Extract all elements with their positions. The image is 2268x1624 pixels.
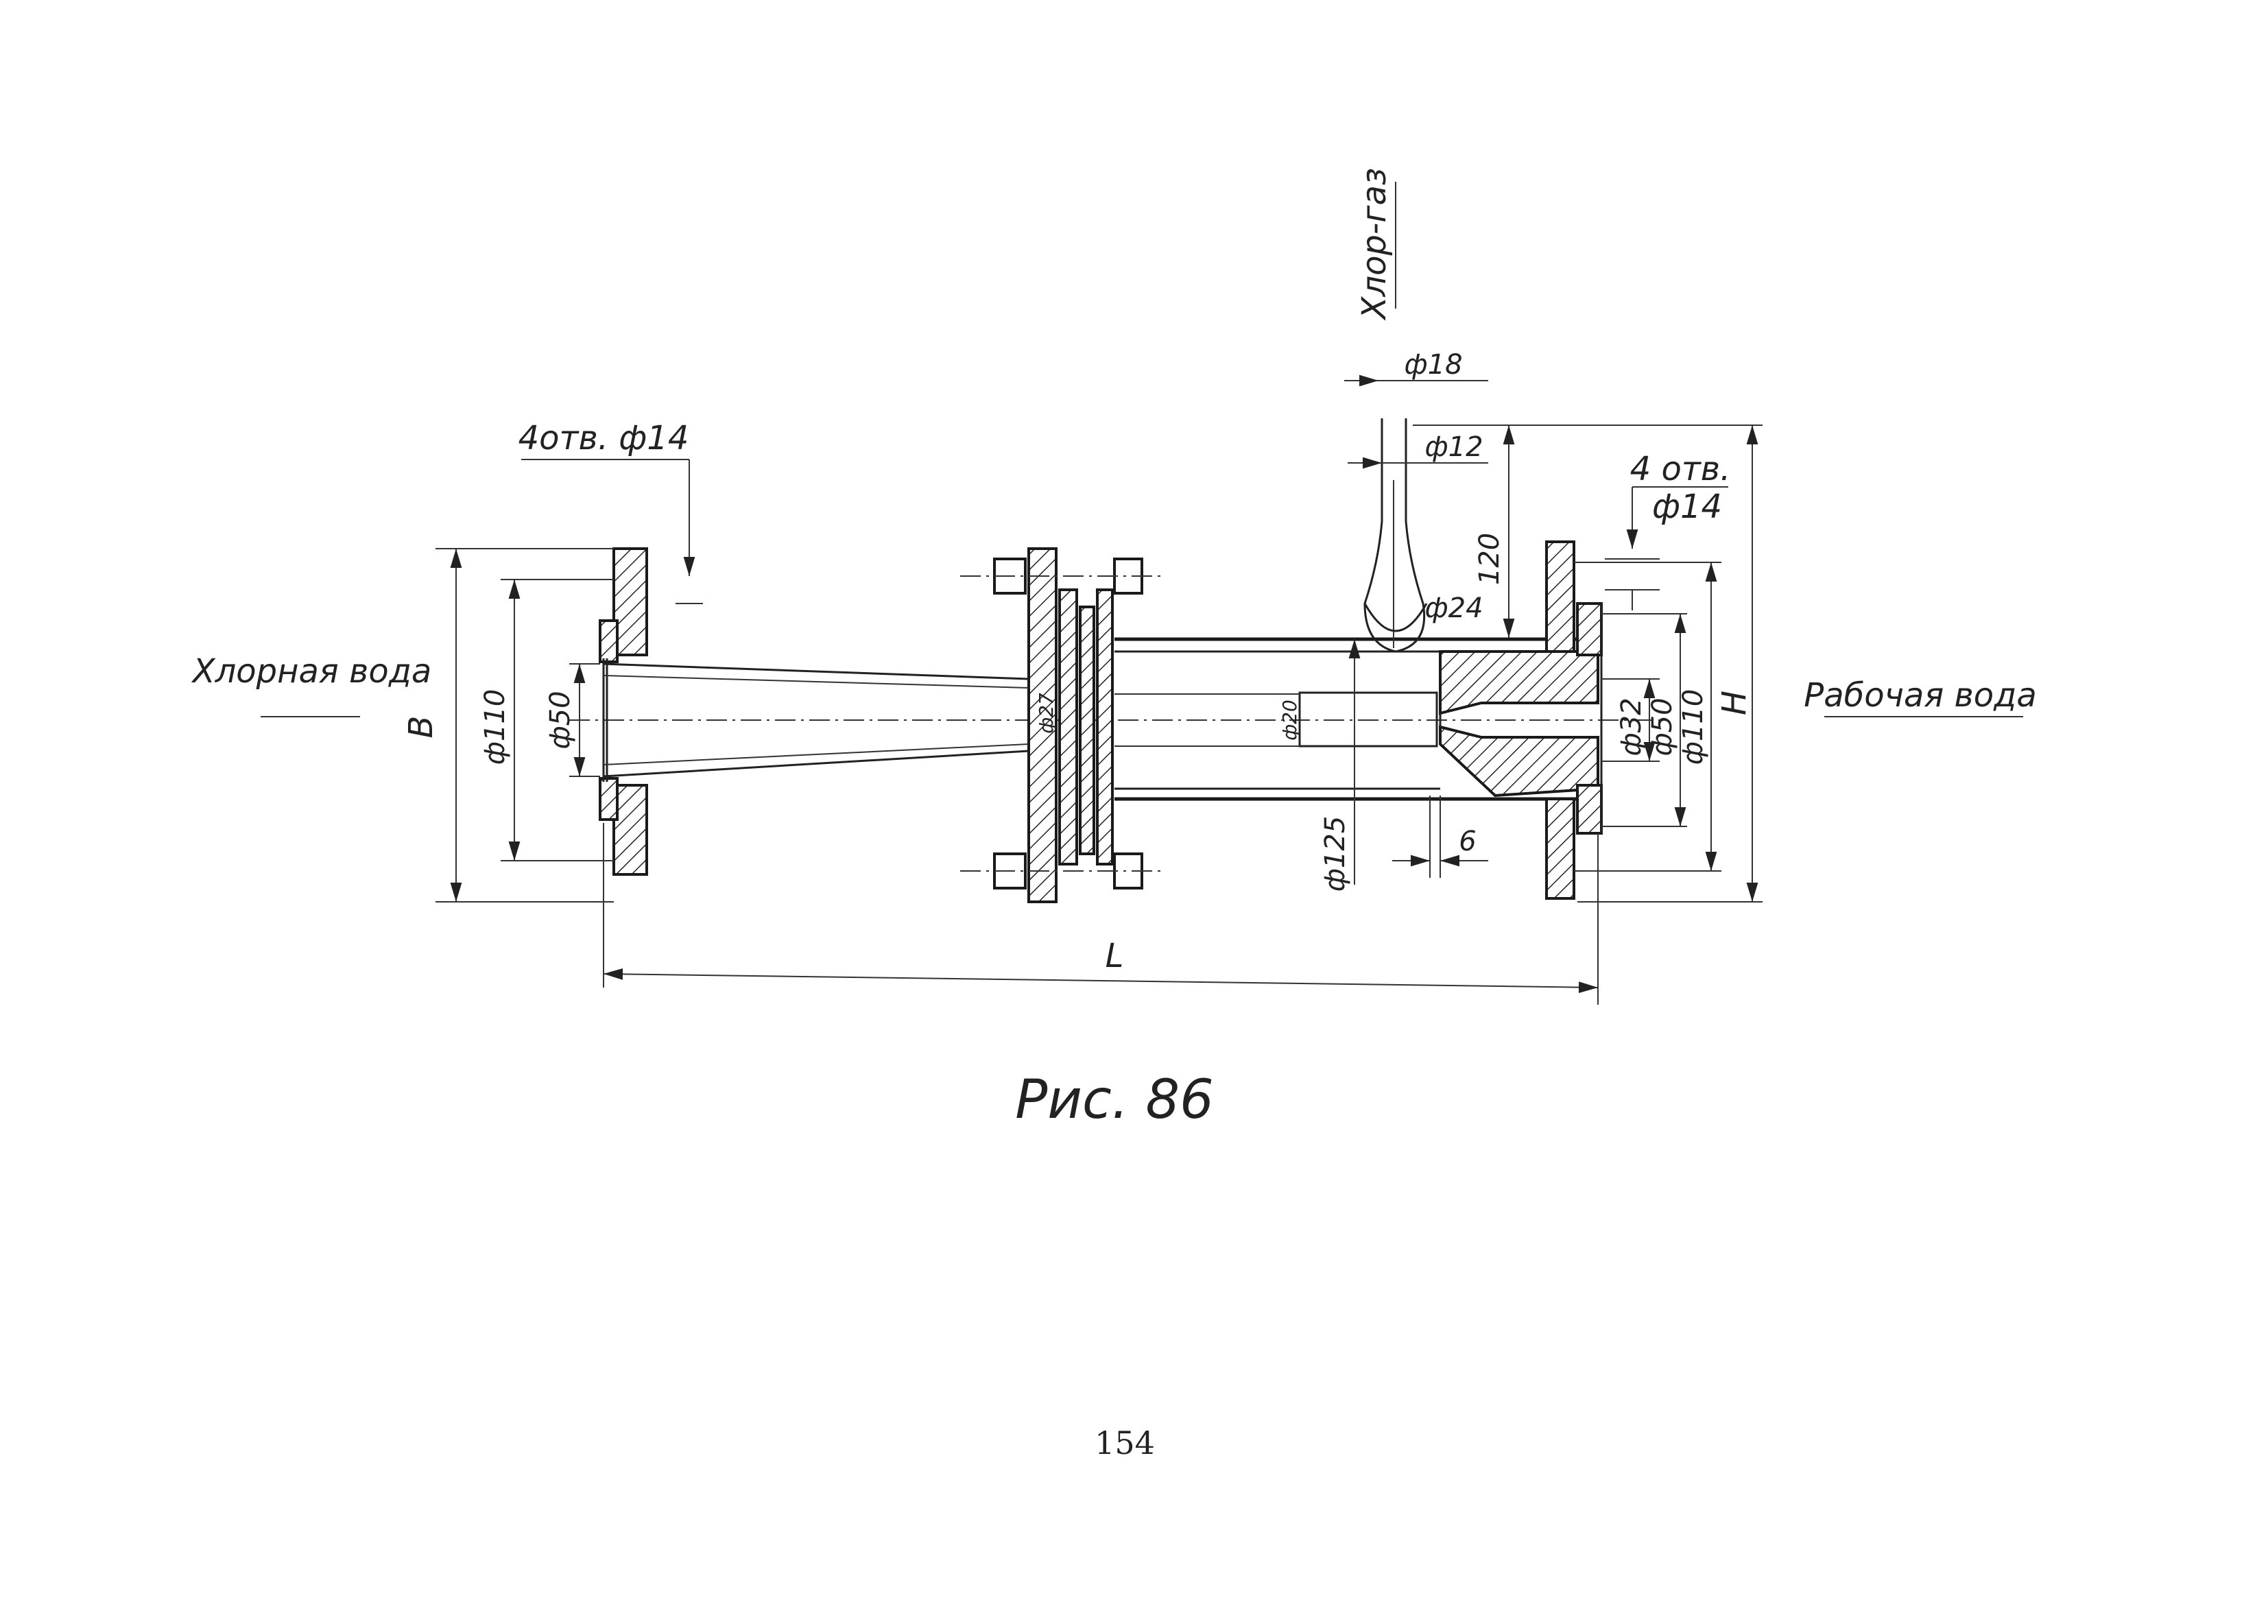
dim-d18: ф18 (1344, 349, 1488, 387)
dim-6: 6 (1392, 796, 1488, 878)
dim-label-6: 6 (1459, 826, 1476, 857)
dim-label-d27: ф27 (1035, 693, 1058, 734)
dim-label-d20: ф20 (1278, 700, 1301, 741)
dim-right-diameters: ф32 ф50 ф110 (1574, 562, 1721, 872)
holes-right-label-2: ф14 (1652, 488, 1722, 526)
dim-label-H: H (1715, 691, 1754, 715)
page-number: 154 (1095, 1424, 1155, 1461)
dim-label-d24: ф24 (1424, 593, 1483, 624)
figure-caption: Рис. 86 (1015, 1069, 1213, 1131)
dim-label-d18: ф18 (1404, 349, 1462, 381)
dim-d125: ф125 (1320, 639, 1361, 892)
holes-right-label-1: 4 отв. (1630, 450, 1731, 488)
outlet-label: Рабочая вода (1804, 676, 2037, 717)
leader-holes-right: 4 отв. ф14 (1605, 450, 1730, 610)
nozzle (1439, 650, 1599, 798)
dim-label-L: L (1106, 937, 1124, 975)
holes-left-label: 4отв. ф14 (518, 419, 689, 457)
dim-label-d125: ф125 (1320, 816, 1351, 892)
dim-d50: ф50 (545, 663, 600, 777)
left-flange (599, 547, 648, 876)
dim-d12: ф12 (1348, 431, 1488, 469)
dim-H: H (1577, 425, 1763, 903)
gas-label-text: Хлор-газ (1355, 168, 1394, 322)
inlet-label: Хлорная вода (191, 652, 432, 717)
dim-label-d50: ф50 (545, 691, 576, 749)
dim-L: L (603, 823, 1599, 1005)
dim-label-B: B (402, 716, 440, 739)
dim-120: 120 (1413, 425, 1763, 638)
leader-holes-left: 4отв. ф14 (518, 419, 703, 604)
gas-inlet (1363, 418, 1428, 653)
dim-label-d12: ф12 (1424, 431, 1483, 463)
right-flange (1545, 540, 1603, 900)
dim-label-120: 120 (1474, 533, 1505, 585)
gas-label: Хлор-газ (1355, 168, 1396, 322)
dim-label-d110-right: ф110 (1678, 689, 1709, 765)
diffuser-cone (602, 658, 1029, 782)
dim-B: B (402, 548, 614, 903)
dim-label-d110-left: ф110 (479, 689, 511, 765)
dim-d110-left: ф110 (479, 579, 614, 861)
middle-flange (960, 547, 1166, 903)
outlet-label-text: Рабочая вода (1804, 676, 2037, 715)
inlet-label-text: Хлорная вода (191, 652, 432, 691)
dim-label-d32: ф32 (1616, 697, 1647, 756)
dim-label-d50-right: ф50 (1647, 697, 1678, 756)
